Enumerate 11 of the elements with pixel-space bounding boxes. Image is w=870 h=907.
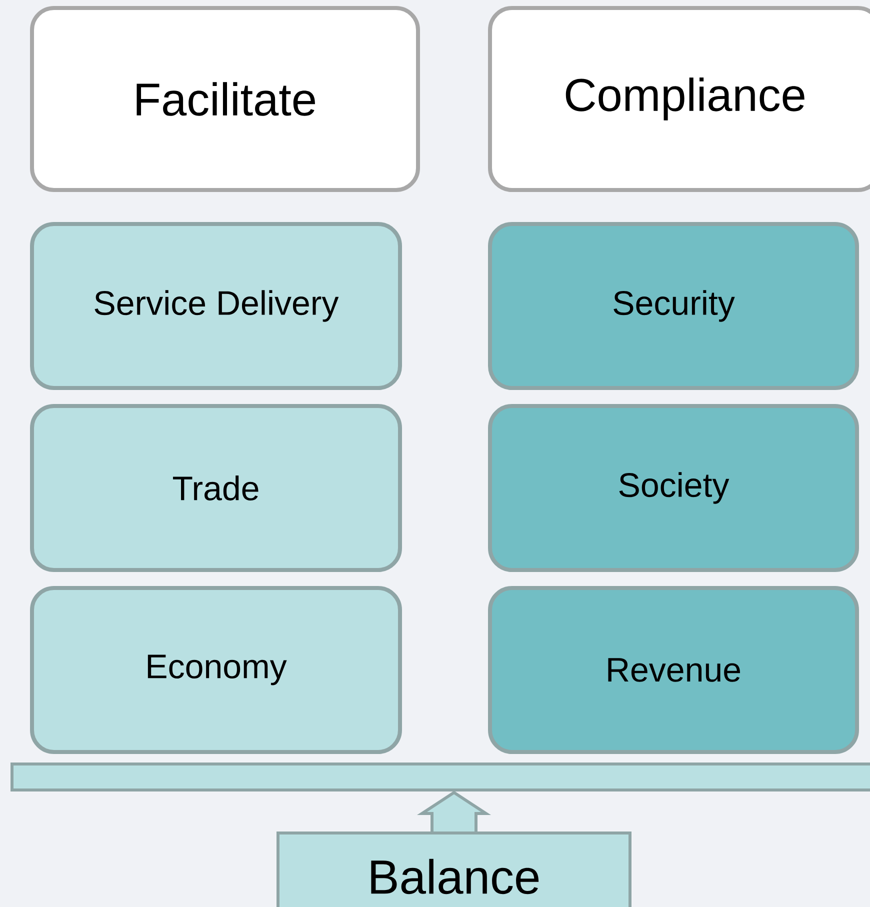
balance-beam bbox=[10, 762, 870, 792]
process-box: Service Delivery bbox=[30, 222, 402, 390]
process-box: Economy bbox=[30, 586, 402, 754]
process-box: Security bbox=[488, 222, 859, 390]
process-box: Society bbox=[488, 404, 859, 572]
block-arrow bbox=[416, 790, 492, 833]
label-box: Balance bbox=[276, 832, 632, 907]
process-box: Revenue bbox=[488, 586, 859, 754]
process-box: Trade bbox=[30, 404, 402, 572]
heading-box: Compliance bbox=[488, 6, 870, 192]
heading-box: Facilitate bbox=[30, 6, 420, 192]
